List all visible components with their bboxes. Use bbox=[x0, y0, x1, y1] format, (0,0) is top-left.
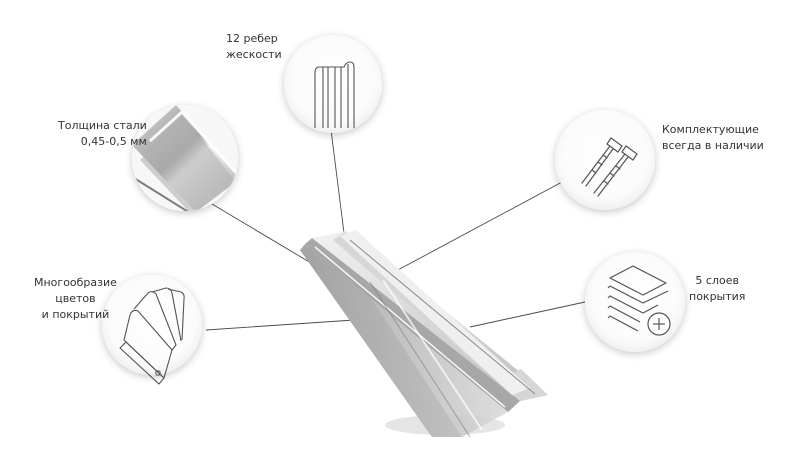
circle-colors bbox=[102, 275, 202, 385]
leader-colors bbox=[205, 319, 355, 331]
leader-steel bbox=[211, 203, 327, 273]
color-swatch-fan-icon bbox=[119, 287, 185, 385]
label-accessories-line1: Комплектующие bbox=[662, 123, 759, 136]
steel-thickness-closeup bbox=[132, 105, 238, 211]
label-layers-line2: покрытия bbox=[689, 290, 746, 303]
leader-accessories bbox=[395, 181, 563, 272]
leader-ribs bbox=[330, 129, 345, 234]
metal-profile bbox=[300, 230, 548, 438]
label-accessories: Комплектующие всегда в наличии bbox=[662, 122, 764, 154]
circle-ribs bbox=[284, 35, 382, 133]
label-accessories-line2: всегда в наличии bbox=[662, 139, 764, 152]
circle-steel bbox=[132, 105, 238, 211]
label-colors: Многообразие цветов и покрытий bbox=[34, 275, 117, 323]
ribs-profile-icon bbox=[314, 61, 355, 128]
leader-layers bbox=[469, 301, 586, 328]
label-steel-line1: Толщина стали bbox=[58, 119, 147, 132]
leader-lines bbox=[205, 129, 586, 331]
label-colors-line2: цветов bbox=[55, 292, 96, 305]
label-colors-line1: Многообразие bbox=[34, 276, 117, 289]
label-steel: Толщина стали 0,45-0,5 мм bbox=[58, 118, 147, 150]
label-ribs-line1: 12 ребер bbox=[226, 32, 278, 45]
label-ribs-line2: жескости bbox=[226, 48, 282, 61]
label-layers-line1: 5 слоев bbox=[695, 274, 739, 287]
layers-plus-icon bbox=[607, 265, 671, 336]
circle-accessories bbox=[555, 110, 655, 210]
label-steel-line2: 0,45-0,5 мм bbox=[80, 135, 147, 148]
circle-layers bbox=[585, 252, 685, 352]
label-colors-line3: и покрытий bbox=[41, 308, 110, 321]
label-layers: 5 слоев покрытия bbox=[689, 273, 745, 305]
screws-icon bbox=[581, 137, 638, 197]
label-ribs: 12 ребер жескости bbox=[226, 31, 282, 63]
